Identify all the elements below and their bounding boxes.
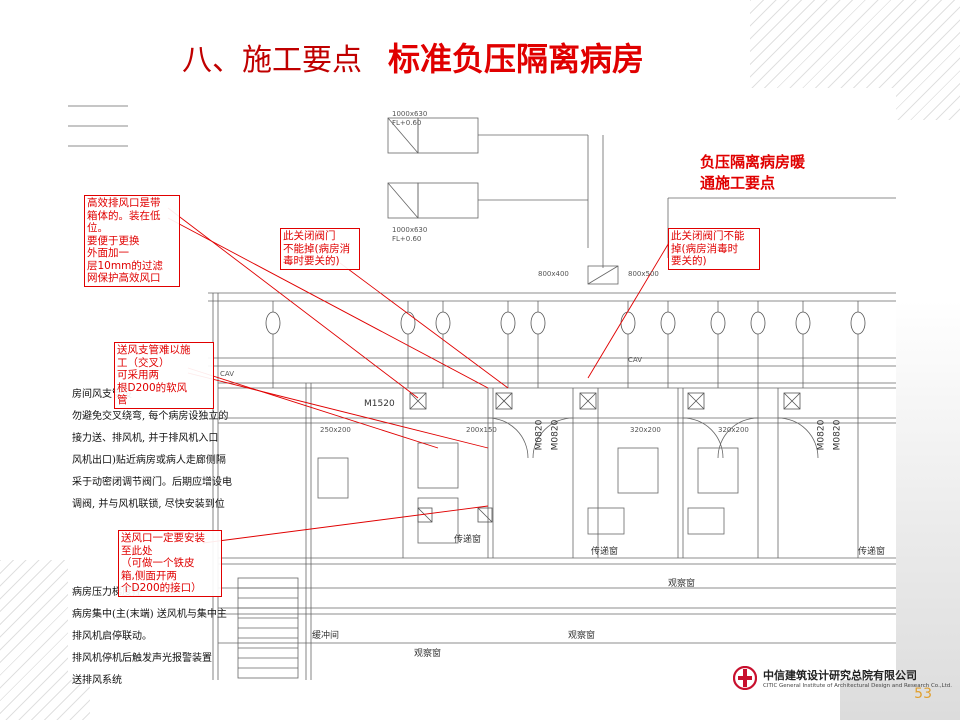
floor-level-label: FL+0.60 <box>392 235 422 243</box>
note-line: 排风机停机后触发声光报警装置 <box>72 653 212 664</box>
floor-level-label: FL+0.60 <box>392 119 422 127</box>
plan-linework <box>68 105 896 680</box>
supply-branch-callout: 送风支管难以施 工（交叉） 可采用两 根D200的软风 管 <box>114 342 214 409</box>
callout-leader-lines <box>167 207 674 544</box>
door-label: M0820 <box>534 419 545 451</box>
buffer-room-label: 缓冲间 <box>312 631 340 641</box>
note-line: 排风机启停联动。 <box>72 631 152 642</box>
duct-size-label: 200x150 <box>466 426 497 434</box>
valve-right-callout: 此关闭阀门不能 掉(病房消毒时 要关的) <box>668 228 760 270</box>
exhaust-outlet-callout: 高效排风口是带 箱体的。装在低 位。 要便于更换 外面加一 层10mm的过滤 网… <box>84 195 180 287</box>
design-notes-top: 房间风支管设 勿避免交叉绕弯, 每个病房设独立的 接力送、排风机, 并于排风机入… <box>72 384 232 516</box>
observation-window-label: 观察窗 <box>414 649 442 659</box>
note-line: 房间风支管设 <box>72 389 132 400</box>
duct-size-label: 320x200 <box>718 426 749 434</box>
hvac-construction-heading: 负压隔离病房暖 通施工要点 <box>700 152 805 194</box>
pass-window-label: 传递窗 <box>858 547 886 557</box>
citic-logo-icon <box>733 666 757 690</box>
company-name-cn: 中信建筑设计研究总院有限公司 <box>763 669 917 682</box>
door-label: M0820 <box>832 419 843 451</box>
note-line: 调阀, 并与风机联锁, 尽快安装到位 <box>72 499 225 510</box>
supply-outlet-callout: 送风口一定要安装 至此处 （可做一个铁皮 箱,侧面开两 个D200的接口） <box>118 530 222 597</box>
page-title: 标准负压隔离病房 <box>388 40 645 78</box>
page-number: 53 <box>914 686 932 702</box>
duct-size-label: 800x500 <box>628 270 659 278</box>
company-name-en: CITIC General Institute of Architectural… <box>763 683 953 689</box>
note-line: 勿避免交叉绕弯, 每个病房设独立的 <box>72 411 229 422</box>
cav-label: CAV <box>220 370 235 378</box>
duct-size-label: 320x200 <box>630 426 661 434</box>
note-line: 风机出口)贴近病房或病人走廊侧隔 <box>72 455 226 466</box>
heading-line: 负压隔离病房暖 <box>700 153 806 171</box>
pass-window-label: 传递窗 <box>454 535 482 545</box>
note-line: 病房压力梯度控 <box>72 587 142 598</box>
note-line: 接力送、排风机, 并于排风机入口 <box>72 433 219 444</box>
duct-size-label: 1000x630 <box>392 226 428 234</box>
duct-size-label: 1000x630 <box>392 110 428 118</box>
valve-left-callout: 此关闭阀门 不能掉(病房消 毒时要关的) <box>280 228 360 270</box>
duct-size-label: 250x200 <box>320 426 351 434</box>
pass-window-label: 传递窗 <box>591 547 619 557</box>
cav-label: CAV <box>628 356 643 364</box>
note-line: 病房集中(主(末端) 送风机与集中主 <box>72 609 227 620</box>
door-label: M0820 <box>550 419 561 451</box>
note-line: 采于动密闭调节阀门。后期应增设电 <box>72 477 232 488</box>
duct-size-label: 800x400 <box>538 270 569 278</box>
note-line: 送排风系统 <box>72 675 122 686</box>
door-label: M1520 <box>364 399 395 409</box>
door-label: M0820 <box>816 419 827 451</box>
design-notes-bottom: 病房压力梯度控 病房集中(主(末端) 送风机与集中主 排风机启停联动。 排风机停… <box>72 582 227 692</box>
heading-line: 通施工要点 <box>700 174 776 192</box>
slide-title: 八、施工要点 标准负压隔离病房 <box>182 34 644 90</box>
observation-window-label: 观察窗 <box>668 579 696 589</box>
section-heading: 八、施工要点 <box>182 43 362 78</box>
company-logo: 中信建筑设计研究总院有限公司 CITIC General Institute o… <box>733 666 952 690</box>
observation-window-label: 观察窗 <box>568 631 596 641</box>
